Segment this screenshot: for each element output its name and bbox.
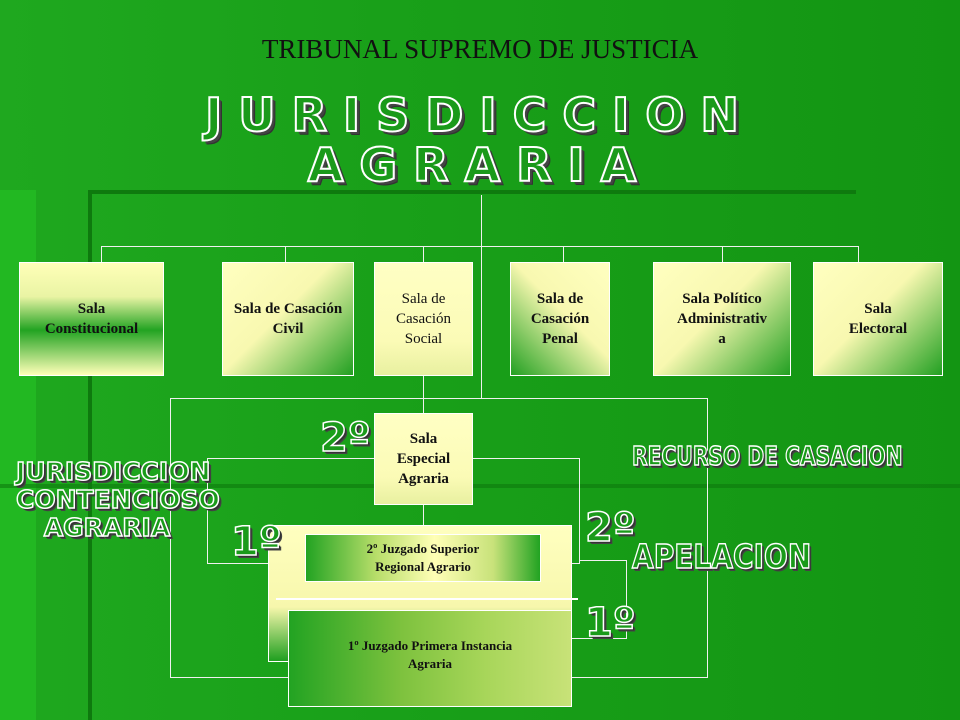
sala-electoral: Sala Electoral bbox=[813, 262, 943, 376]
background-stripe-left-shadow bbox=[88, 190, 92, 720]
sala-especial-agraria: Sala Especial Agraria bbox=[374, 413, 473, 505]
background-stripe-mid bbox=[0, 484, 960, 488]
sala-casacion-civil: Sala de Casación Civil bbox=[222, 262, 354, 376]
connector-drop-6 bbox=[858, 246, 859, 263]
sala-constitucional: Sala Constitucional bbox=[19, 262, 164, 376]
sala-casacion-penal: Sala de Casación Penal bbox=[510, 262, 610, 376]
separator-line bbox=[276, 598, 578, 600]
label-recurso-casacion: RECURSO DE CASACION bbox=[631, 442, 903, 472]
page-title: TRIBUNAL SUPREMO DE JUSTICIA bbox=[261, 34, 699, 64]
primera-connector bbox=[572, 638, 627, 639]
connector-especial-to-superior bbox=[423, 505, 424, 525]
connector-drop-4 bbox=[563, 246, 564, 263]
label-primero-right: 1º bbox=[584, 600, 636, 646]
label-apelacion: APELACION bbox=[631, 537, 812, 576]
background-stripe-top-shadow bbox=[88, 190, 856, 194]
juzgado-primera-instancia: 1º Juzgado Primera Instancia Agraria bbox=[288, 610, 572, 707]
connector-drop-5 bbox=[722, 246, 723, 263]
connector-drop-1 bbox=[101, 246, 102, 263]
big-title-line2: AGRARIA bbox=[307, 137, 653, 193]
label-primero-left: 1º bbox=[230, 519, 282, 565]
connector-main-vertical bbox=[481, 195, 482, 399]
superior-connector bbox=[580, 560, 627, 561]
primera-connector-vertical bbox=[626, 560, 627, 639]
label-jurisdiccion-contencioso: JURISDICCION CONTENCIOSO AGRARIA bbox=[15, 457, 220, 543]
sala-casacion-social: Sala de Casación Social bbox=[374, 262, 473, 376]
juzgado-superior: 2º Juzgado Superior Regional Agrario bbox=[305, 534, 541, 582]
connector-drop-3 bbox=[423, 246, 424, 263]
connector-drop-2 bbox=[285, 246, 286, 263]
big-title-line1: JURISDICCION bbox=[204, 87, 755, 143]
connector-social-to-especial bbox=[423, 375, 424, 413]
label-segundo-right: 2º bbox=[584, 505, 636, 551]
sala-politico-administrativa: Sala Político Administrativ a bbox=[653, 262, 791, 376]
connector-horizontal-bar bbox=[101, 246, 859, 247]
label-segundo-top: 2º bbox=[319, 415, 371, 461]
